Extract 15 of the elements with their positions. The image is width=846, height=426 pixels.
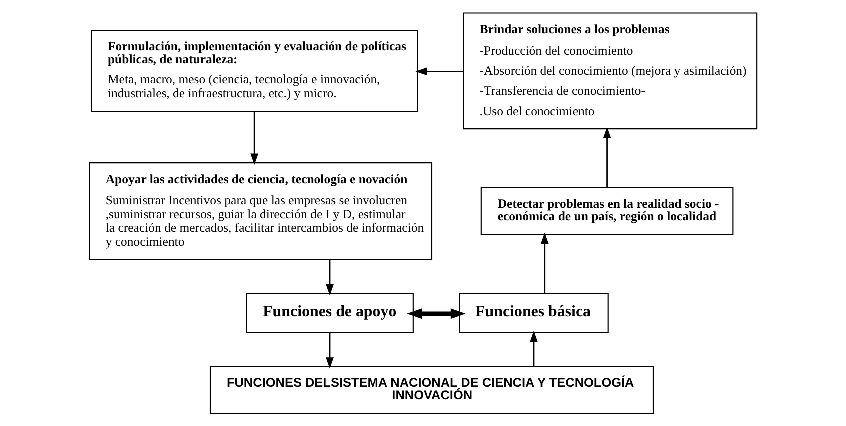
node-box: Detectar problemas en la realidad socio - económica de un país, región o localidad: [480, 186, 734, 235]
node-box: Funciones de apoyo: [246, 292, 414, 334]
arrow: [530, 330, 538, 366]
arrow: [326, 259, 334, 296]
arrow: [250, 111, 258, 165]
node-box: FUNCIONES DELSISTEMA NACIONAL DE CIENCIA Y TECNOLOGÍA INNOVACIÓN: [209, 366, 654, 414]
node-box: Funciones básica: [458, 292, 608, 334]
node-box: Brindar soluciones a los problemas -Producción del conocimiento -Absorción del conocimiento (mejora y asimilación) -Transferencia de conocimiento- .Uso del conocimiento: [462, 12, 758, 130]
arrow: [326, 332, 334, 368]
node-box: Apoyar las actividades de ciencia, tecnología e novación Suministrar Incentivos para que las empresas se involucren ,suministrar recursos, guiar la dirección de I y D, estimular la creación de mercados, facilitar intercambios de información y conocimiento: [88, 162, 432, 260]
arrow: [540, 232, 548, 294]
node-box: Formulación, implementación y evaluación de políticas públicas, de naturaleza: Meta, macro, meso (ciencia, tecnología e innovación, industriales, de infraestructura, etc.) y micro.: [90, 30, 418, 112]
arrow: [415, 67, 464, 76]
arrow: [406, 308, 466, 319]
arrow: [602, 126, 611, 188]
